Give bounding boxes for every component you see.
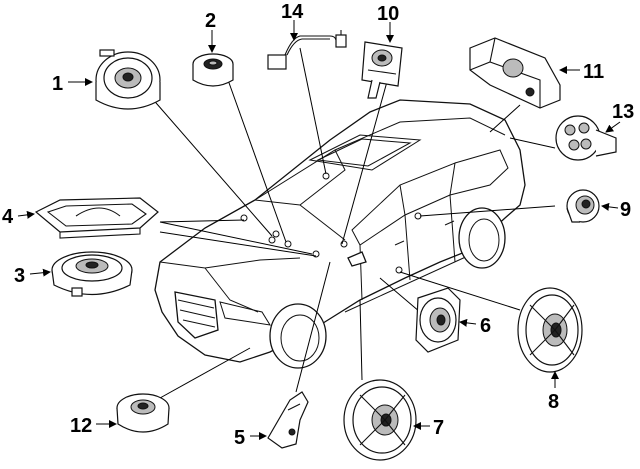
part-10-module [361,41,403,99]
part-14-wire-harness [267,30,347,70]
callout-12: 12 [70,415,92,437]
callout-7: 7 [433,417,444,439]
callout-3: 3 [14,265,25,287]
callout-13: 13 [612,101,634,123]
callout-14: 14 [281,1,304,23]
part-8-woofer [517,287,583,373]
part-11-subwoofer-box [469,37,561,109]
part-2-tweeter [192,53,234,87]
part-6-mid-speaker [415,287,461,353]
callout-10: 10 [377,3,399,25]
callout-arrows [17,20,621,440]
part-7-woofer [343,379,417,461]
part-9-tweeter [566,189,600,223]
callout-8: 8 [548,391,559,413]
callout-4: 4 [2,206,14,228]
leader-lines [149,47,556,399]
part-12-tweeter [116,393,170,433]
callout-11: 11 [583,61,604,83]
callout-2: 2 [205,10,216,32]
callout-9: 9 [620,199,631,221]
part-4-shelf-panel [34,197,159,239]
callout-5: 5 [234,427,245,449]
part-5-bracket [267,391,309,449]
callout-labels: 1 2 14 10 11 13 4 3 9 6 8 7 5 12 [2,1,634,449]
part-3-speaker [51,251,133,297]
vehicle-outline [154,99,526,369]
callout-6: 6 [480,315,491,337]
part-1-speaker [95,49,161,110]
part-13-tweeter-module [555,115,617,161]
callout-1: 1 [52,73,63,95]
